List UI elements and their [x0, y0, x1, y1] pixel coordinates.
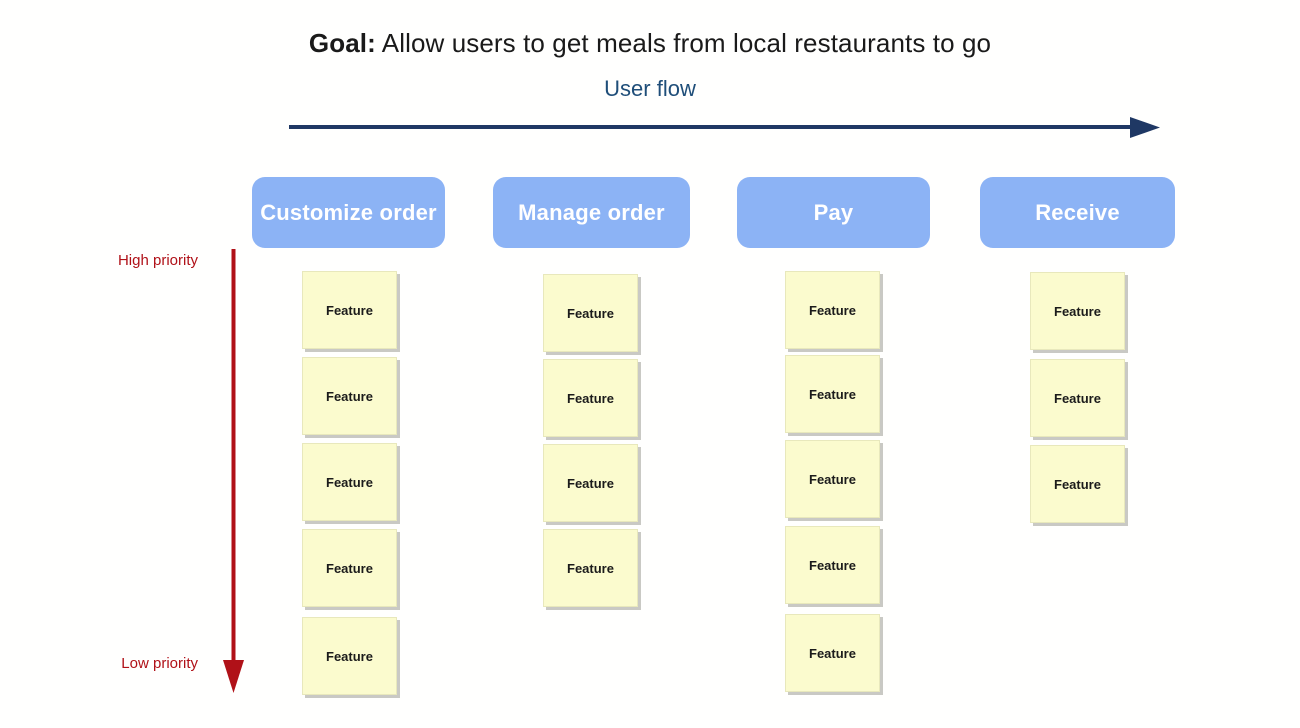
feature-note[interactable]: Feature — [785, 526, 880, 604]
feature-note[interactable]: Feature — [543, 274, 638, 352]
stage-label: Manage order — [518, 199, 665, 225]
feature-note-label: Feature — [567, 475, 614, 491]
feature-note-label: Feature — [326, 388, 373, 404]
feature-note[interactable]: Feature — [543, 444, 638, 522]
feature-note[interactable]: Feature — [543, 359, 638, 437]
feature-note-label: Feature — [809, 471, 856, 487]
feature-note[interactable]: Feature — [1030, 445, 1125, 523]
feature-note-label: Feature — [1054, 476, 1101, 492]
feature-note-label: Feature — [567, 560, 614, 576]
feature-note-label: Feature — [1054, 303, 1101, 319]
stage-label: Receive — [1035, 199, 1120, 225]
page-title: Goal: Allow users to get meals from loca… — [0, 28, 1300, 59]
feature-note-label: Feature — [567, 305, 614, 321]
feature-note[interactable]: Feature — [785, 355, 880, 433]
feature-note-label: Feature — [809, 645, 856, 661]
stage-box-customize-order[interactable]: Customize order — [252, 177, 445, 248]
feature-note-label: Feature — [326, 474, 373, 490]
arrow-down-icon — [223, 249, 244, 693]
feature-note[interactable]: Feature — [302, 443, 397, 521]
stage-box-manage-order[interactable]: Manage order — [493, 177, 690, 248]
stage-box-receive[interactable]: Receive — [980, 177, 1175, 248]
low-priority-label: Low priority — [121, 655, 198, 672]
feature-note[interactable]: Feature — [302, 529, 397, 607]
feature-note-label: Feature — [326, 302, 373, 318]
arrow-right-icon — [289, 117, 1160, 138]
stage-box-pay[interactable]: Pay — [737, 177, 930, 248]
feature-note[interactable]: Feature — [302, 271, 397, 349]
high-priority-label: High priority — [117, 252, 198, 269]
feature-note-label: Feature — [809, 557, 856, 573]
stage-label: Pay — [813, 199, 854, 225]
feature-note-label: Feature — [809, 302, 856, 318]
feature-note[interactable]: Feature — [785, 271, 880, 349]
feature-note-label: Feature — [567, 390, 614, 406]
feature-note-label: Feature — [809, 386, 856, 402]
feature-note-label: Feature — [326, 648, 373, 664]
user-flow-label: User flow — [604, 76, 696, 101]
feature-note[interactable]: Feature — [785, 440, 880, 518]
feature-note-label: Feature — [1054, 390, 1101, 406]
feature-note[interactable]: Feature — [1030, 272, 1125, 350]
feature-note-label: Feature — [326, 560, 373, 576]
feature-note[interactable]: Feature — [302, 617, 397, 695]
feature-note[interactable]: Feature — [1030, 359, 1125, 437]
goal-label: Goal: — [308, 28, 376, 58]
stage-label: Customize order — [260, 199, 437, 225]
goal-statement: Allow users to get meals from local rest… — [375, 28, 992, 58]
feature-note[interactable]: Feature — [785, 614, 880, 692]
feature-note[interactable]: Feature — [302, 357, 397, 435]
feature-note[interactable]: Feature — [543, 529, 638, 607]
